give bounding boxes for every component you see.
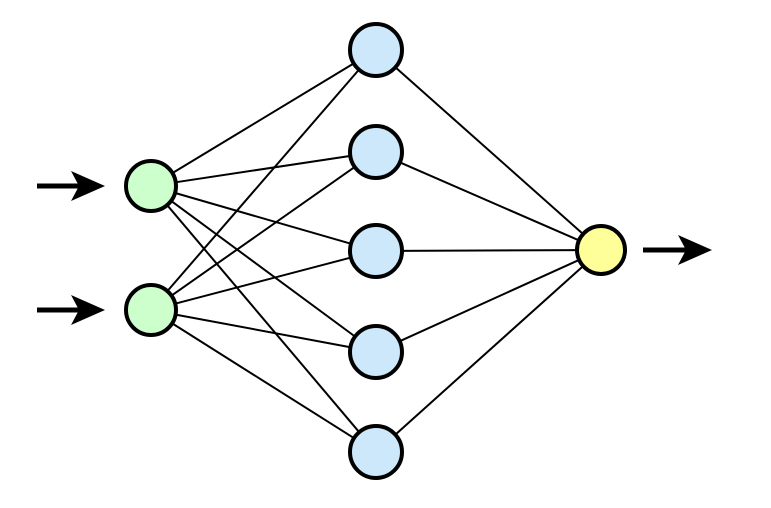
input-arrow-in2 — [37, 295, 105, 325]
edge-i1-h1 — [170, 61, 356, 175]
arrow-head-icon — [678, 235, 712, 265]
node-h3[interactable] — [348, 223, 404, 279]
edge-i1-h2 — [173, 154, 353, 184]
edge-h1-o1 — [393, 65, 586, 237]
input-neuron-circle[interactable] — [124, 283, 178, 337]
node-h1[interactable] — [348, 22, 404, 78]
edge-i2-h4 — [173, 313, 353, 349]
edge-i1-h4 — [168, 198, 358, 339]
arrow-head-icon — [71, 295, 105, 325]
hidden-neuron-circle[interactable] — [348, 324, 404, 380]
edge-i1-h5 — [165, 202, 362, 435]
edge-h3-o1 — [399, 249, 580, 252]
edge-i2-h2 — [169, 164, 357, 298]
edge-i2-h1 — [165, 67, 362, 294]
hidden-neuron-circle[interactable] — [348, 124, 404, 180]
node-i2[interactable] — [124, 283, 178, 337]
edge-i2-h5 — [169, 321, 357, 441]
input-arrow-in1 — [37, 171, 105, 201]
node-h5[interactable] — [348, 424, 404, 480]
hidden-neuron-circle[interactable] — [348, 22, 404, 78]
edge-h5-o1 — [393, 263, 586, 437]
input-neuron-circle[interactable] — [124, 159, 178, 213]
io-arrows-group — [37, 171, 712, 325]
edges-group — [165, 61, 586, 441]
node-h2[interactable] — [348, 124, 404, 180]
hidden-neuron-circle[interactable] — [348, 424, 404, 480]
node-o1[interactable] — [575, 224, 627, 276]
edge-h4-o1 — [397, 258, 582, 344]
hidden-neuron-circle[interactable] — [348, 223, 404, 279]
node-h4[interactable] — [348, 324, 404, 380]
edge-i2-h3 — [172, 256, 354, 306]
node-i1[interactable] — [124, 159, 178, 213]
edge-h2-o1 — [397, 160, 582, 243]
output-neuron-circle[interactable] — [575, 224, 627, 276]
output-arrow-out1 — [643, 235, 712, 265]
arrow-head-icon — [71, 171, 105, 201]
edge-i1-h3 — [172, 191, 354, 246]
nodes-group — [124, 22, 627, 480]
